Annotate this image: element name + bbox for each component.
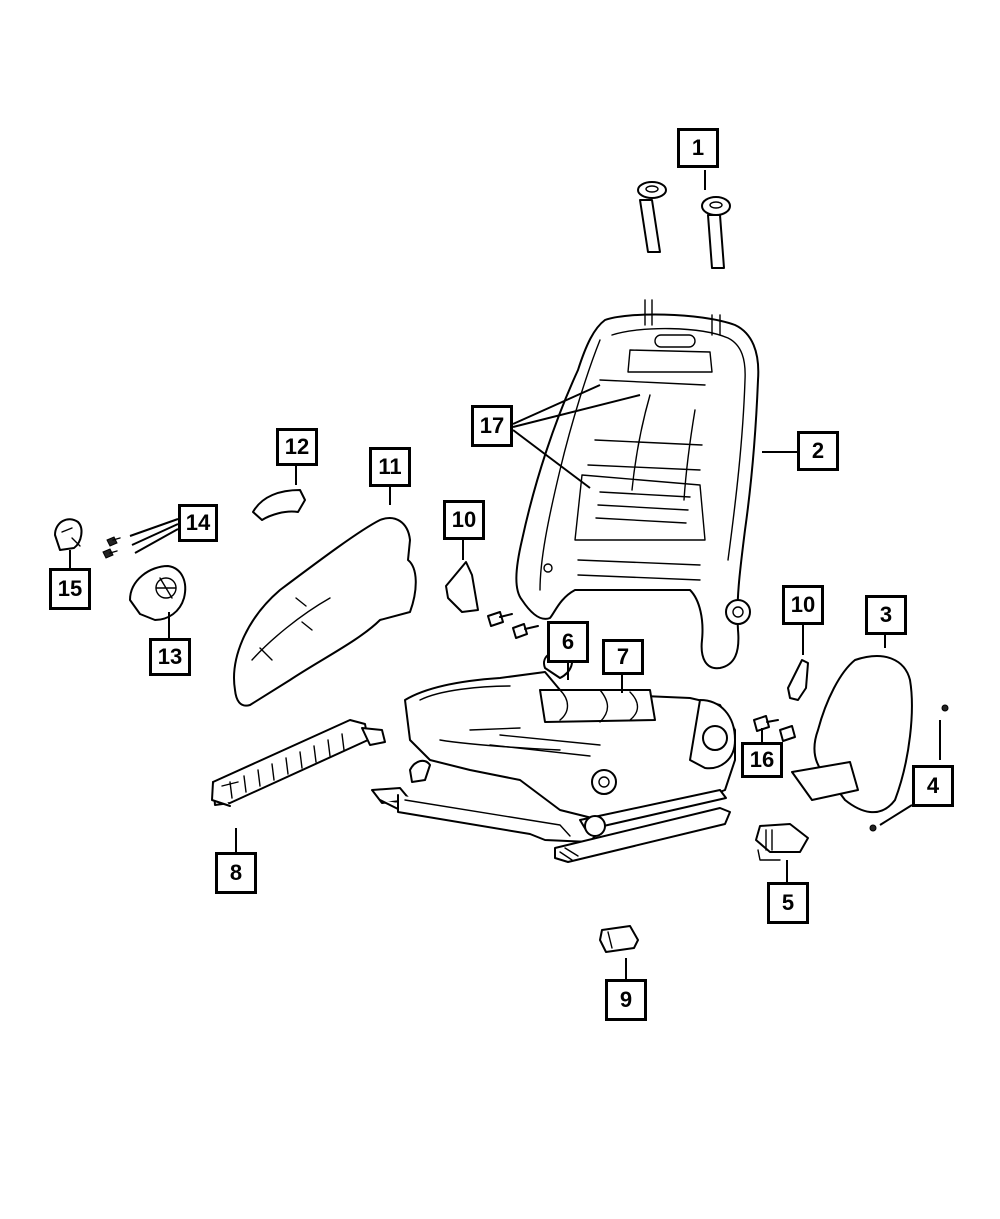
seat-tracks — [371, 759, 731, 863]
callout-10-right: 10 — [782, 585, 824, 625]
callout-17: 17 — [471, 405, 513, 447]
screws — [102, 536, 121, 559]
callout-7: 7 — [602, 639, 644, 675]
bolts — [487, 611, 796, 742]
callout-14: 14 — [178, 504, 218, 542]
callout-2: 2 — [797, 431, 839, 471]
leader-lines — [69, 170, 941, 979]
headrest-guide-sleeves — [637, 181, 731, 269]
bracket — [755, 823, 809, 861]
handle-cap — [54, 518, 83, 551]
callout-12: 12 — [276, 428, 318, 466]
seat-cushion-frame — [404, 649, 736, 821]
callout-3: 3 — [865, 595, 907, 635]
callout-11: 11 — [369, 447, 411, 487]
callout-5: 5 — [767, 882, 809, 924]
inner-shield — [233, 517, 417, 707]
callout-8: 8 — [215, 852, 257, 894]
trim-panel — [211, 719, 386, 807]
recliner-knob — [129, 565, 187, 621]
callout-6: 6 — [547, 621, 589, 663]
seat-side-shield — [791, 655, 913, 814]
push-pins — [869, 704, 949, 832]
callout-15: 15 — [49, 568, 91, 610]
seat-back-frame — [515, 299, 760, 670]
callout-9: 9 — [605, 979, 647, 1021]
callout-10-left: 10 — [443, 500, 485, 540]
retainer-right — [787, 659, 809, 701]
callout-13: 13 — [149, 638, 191, 676]
cover-strip — [252, 489, 306, 521]
callout-16: 16 — [741, 742, 783, 778]
callout-1: 1 — [677, 128, 719, 168]
retainer-left — [445, 561, 479, 613]
callout-4: 4 — [912, 765, 954, 807]
clip — [599, 925, 639, 953]
